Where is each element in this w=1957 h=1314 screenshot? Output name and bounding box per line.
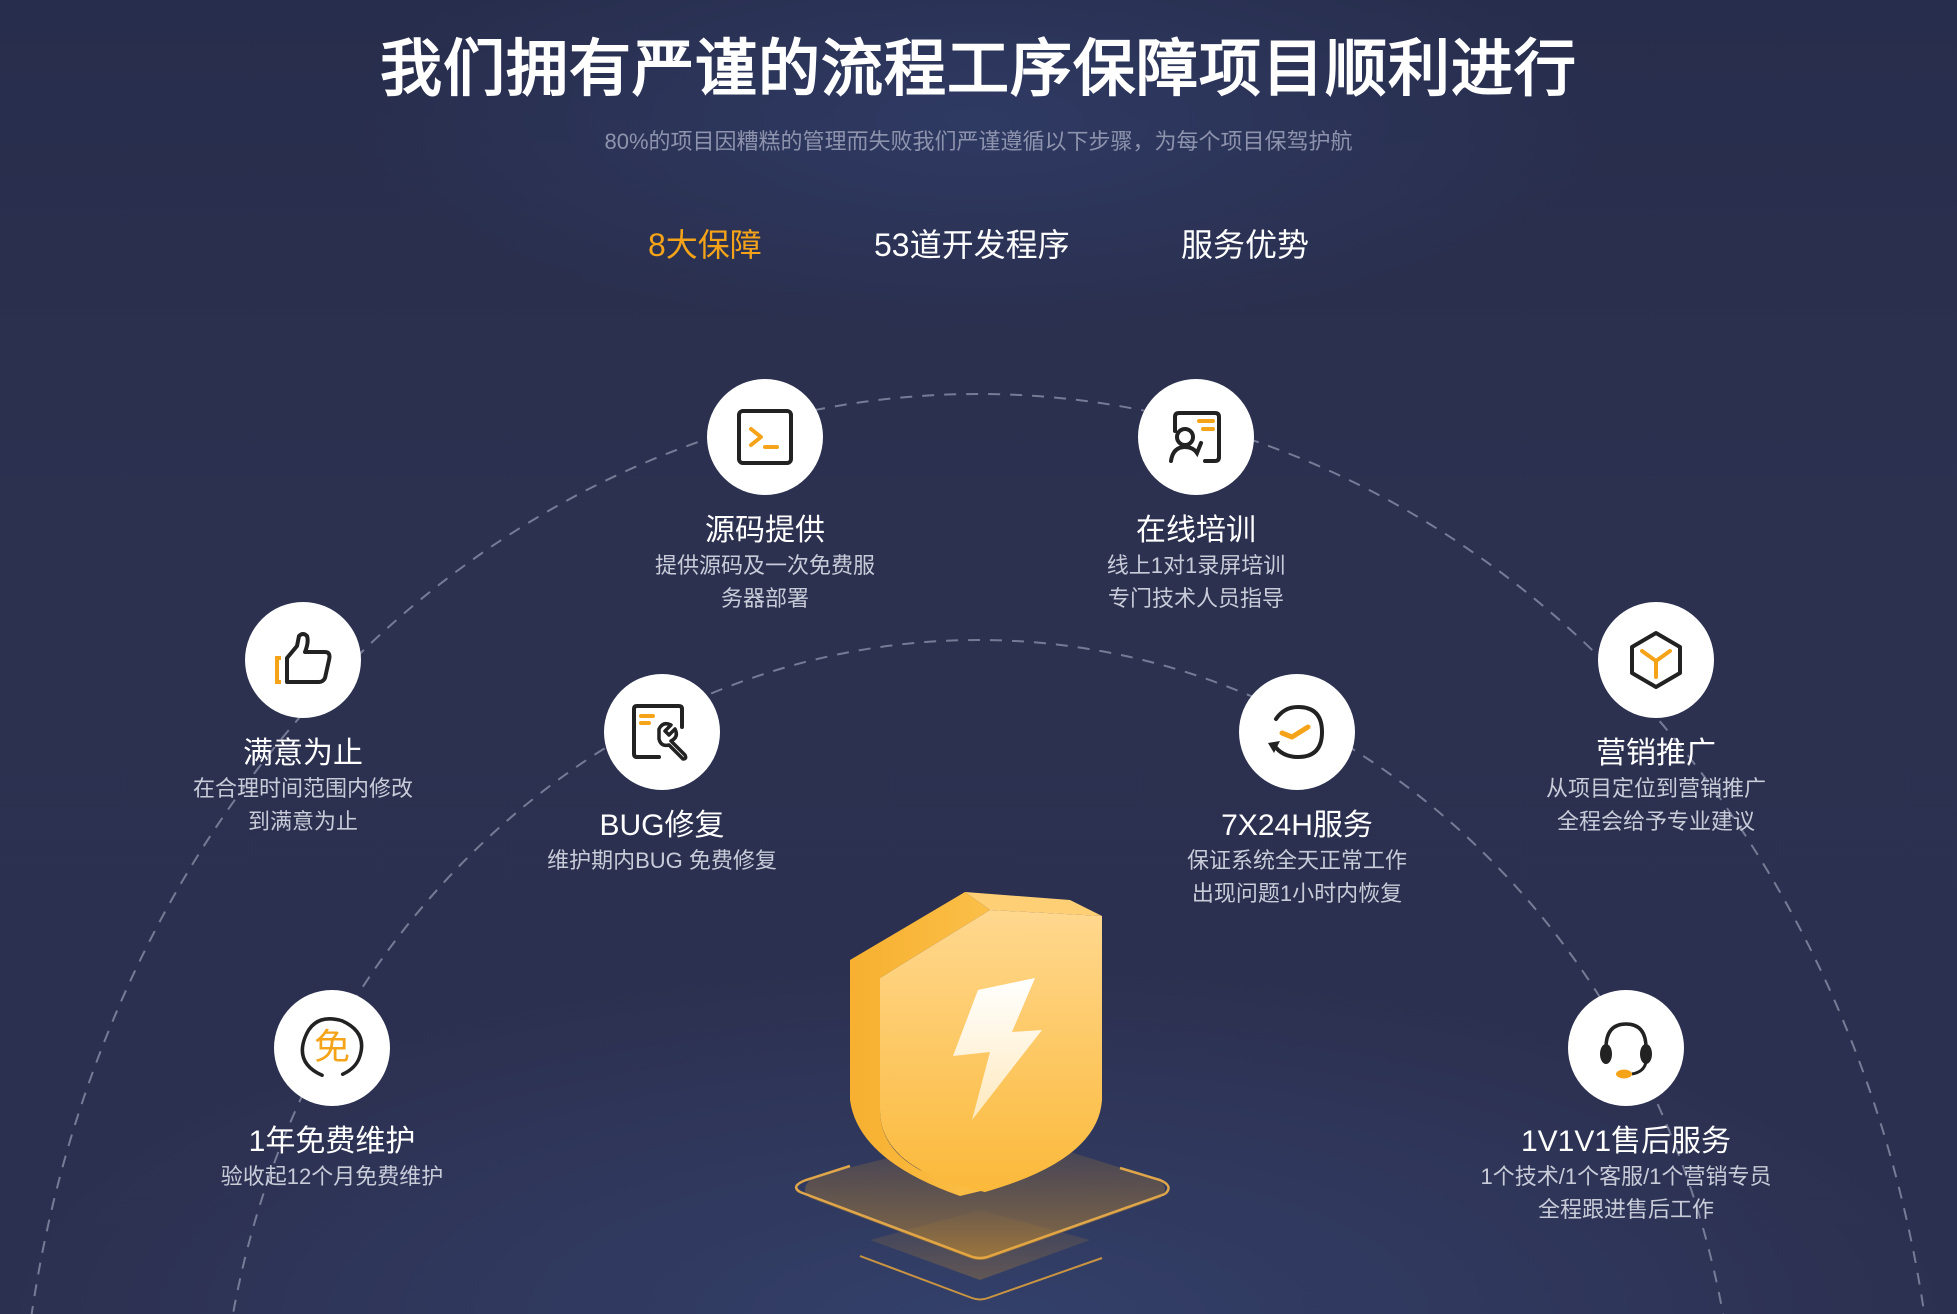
icon-circle — [604, 674, 720, 790]
feature-online-training: 在线培训 线上1对1录屏培训 专门技术人员指导 — [1026, 379, 1366, 615]
feature-title: 1年免费维护 — [248, 1125, 416, 1158]
feature-marketing: 营销推广 从项目定位到营销推广 全程会给予专业建议 — [1486, 602, 1826, 838]
terminal-icon — [737, 409, 793, 465]
clock-icon — [1268, 704, 1325, 760]
page-title: 我们拥有严谨的流程工序保障项目顺利进行 — [379, 32, 1577, 105]
feature-title: 在线培训 — [1136, 514, 1256, 547]
trainer-icon — [1169, 411, 1221, 463]
feature-desc-line: 1个技术/1个客服/1个营销专员 — [1480, 1164, 1772, 1189]
icon-circle — [245, 602, 361, 718]
feature-title: BUG修复 — [599, 809, 725, 842]
tab-53-dev-procedures[interactable]: 53道开发程序 — [874, 227, 1070, 263]
feature-title: 7X24H服务 — [1221, 809, 1373, 842]
feature-title: 1V1V1售后服务 — [1520, 1125, 1732, 1158]
feature-title: 满意为止 — [243, 737, 363, 770]
feature-desc-line: 保证系统全天正常工作 — [1186, 848, 1407, 873]
feature-bug-fix: BUG修复 维护期内BUG 免费修复 — [492, 674, 832, 877]
icon-circle — [1239, 674, 1355, 790]
icon-circle — [1568, 990, 1684, 1106]
feature-after-sales: 1V1V1售后服务 1个技术/1个客服/1个营销专员 全程跟进售后工作 — [1456, 990, 1796, 1226]
icon-circle — [707, 379, 823, 495]
feature-desc-line: 到满意为止 — [247, 809, 358, 834]
feature-satisfaction: 满意为止 在合理时间范围内修改 到满意为止 — [133, 602, 473, 838]
feature-desc-line: 全程跟进售后工作 — [1537, 1197, 1714, 1222]
free-glyph: 免 — [313, 1026, 350, 1067]
feature-desc-line: 全程会给予专业建议 — [1556, 809, 1755, 834]
feature-desc-line: 出现问题1小时内恢复 — [1191, 881, 1403, 906]
tab-8-guarantees[interactable]: 8大保障 — [648, 227, 762, 263]
feature-desc-line: 维护期内BUG 免费修复 — [547, 848, 777, 873]
feature-title: 源码提供 — [705, 514, 825, 547]
icon-circle — [1138, 379, 1254, 495]
feature-desc-line: 在合理时间范围内修改 — [192, 776, 413, 801]
feature-desc-line: 从项目定位到营销推广 — [1545, 776, 1766, 801]
feature-source-code: 源码提供 提供源码及一次免费服 务器部署 — [595, 379, 935, 615]
feature-desc-line: 提供源码及一次免费服 — [654, 553, 875, 578]
wrench-icon — [632, 704, 688, 761]
icon-circle — [1598, 602, 1714, 718]
feature-free-maintenance: 免 1年免费维护 验收起12个月免费维护 — [162, 990, 502, 1193]
headset-icon — [1600, 1022, 1652, 1079]
free-icon: 免 — [299, 1015, 365, 1081]
icon-circle: 免 — [274, 990, 390, 1106]
thumbs-up-icon — [275, 632, 332, 684]
cube-icon — [1630, 631, 1682, 689]
page-subtitle: 80%的项目因糟糕的管理而失败我们严谨遵循以下步骤，为每个项目保驾护航 — [604, 129, 1353, 154]
feature-desc-line: 验收起12个月免费维护 — [220, 1164, 444, 1189]
tab-service-advantages[interactable]: 服务优势 — [1181, 227, 1310, 263]
feature-title: 营销推广 — [1596, 737, 1716, 770]
feature-desc-line: 线上1对1录屏培训 — [1106, 553, 1286, 578]
shield-lightning-icon — [794, 892, 1170, 1301]
feature-desc-line: 专门技术人员指导 — [1107, 586, 1284, 611]
feature-24h-service: 7X24H服务 保证系统全天正常工作 出现问题1小时内恢复 — [1127, 674, 1467, 910]
feature-desc-line: 务器部署 — [720, 586, 809, 611]
